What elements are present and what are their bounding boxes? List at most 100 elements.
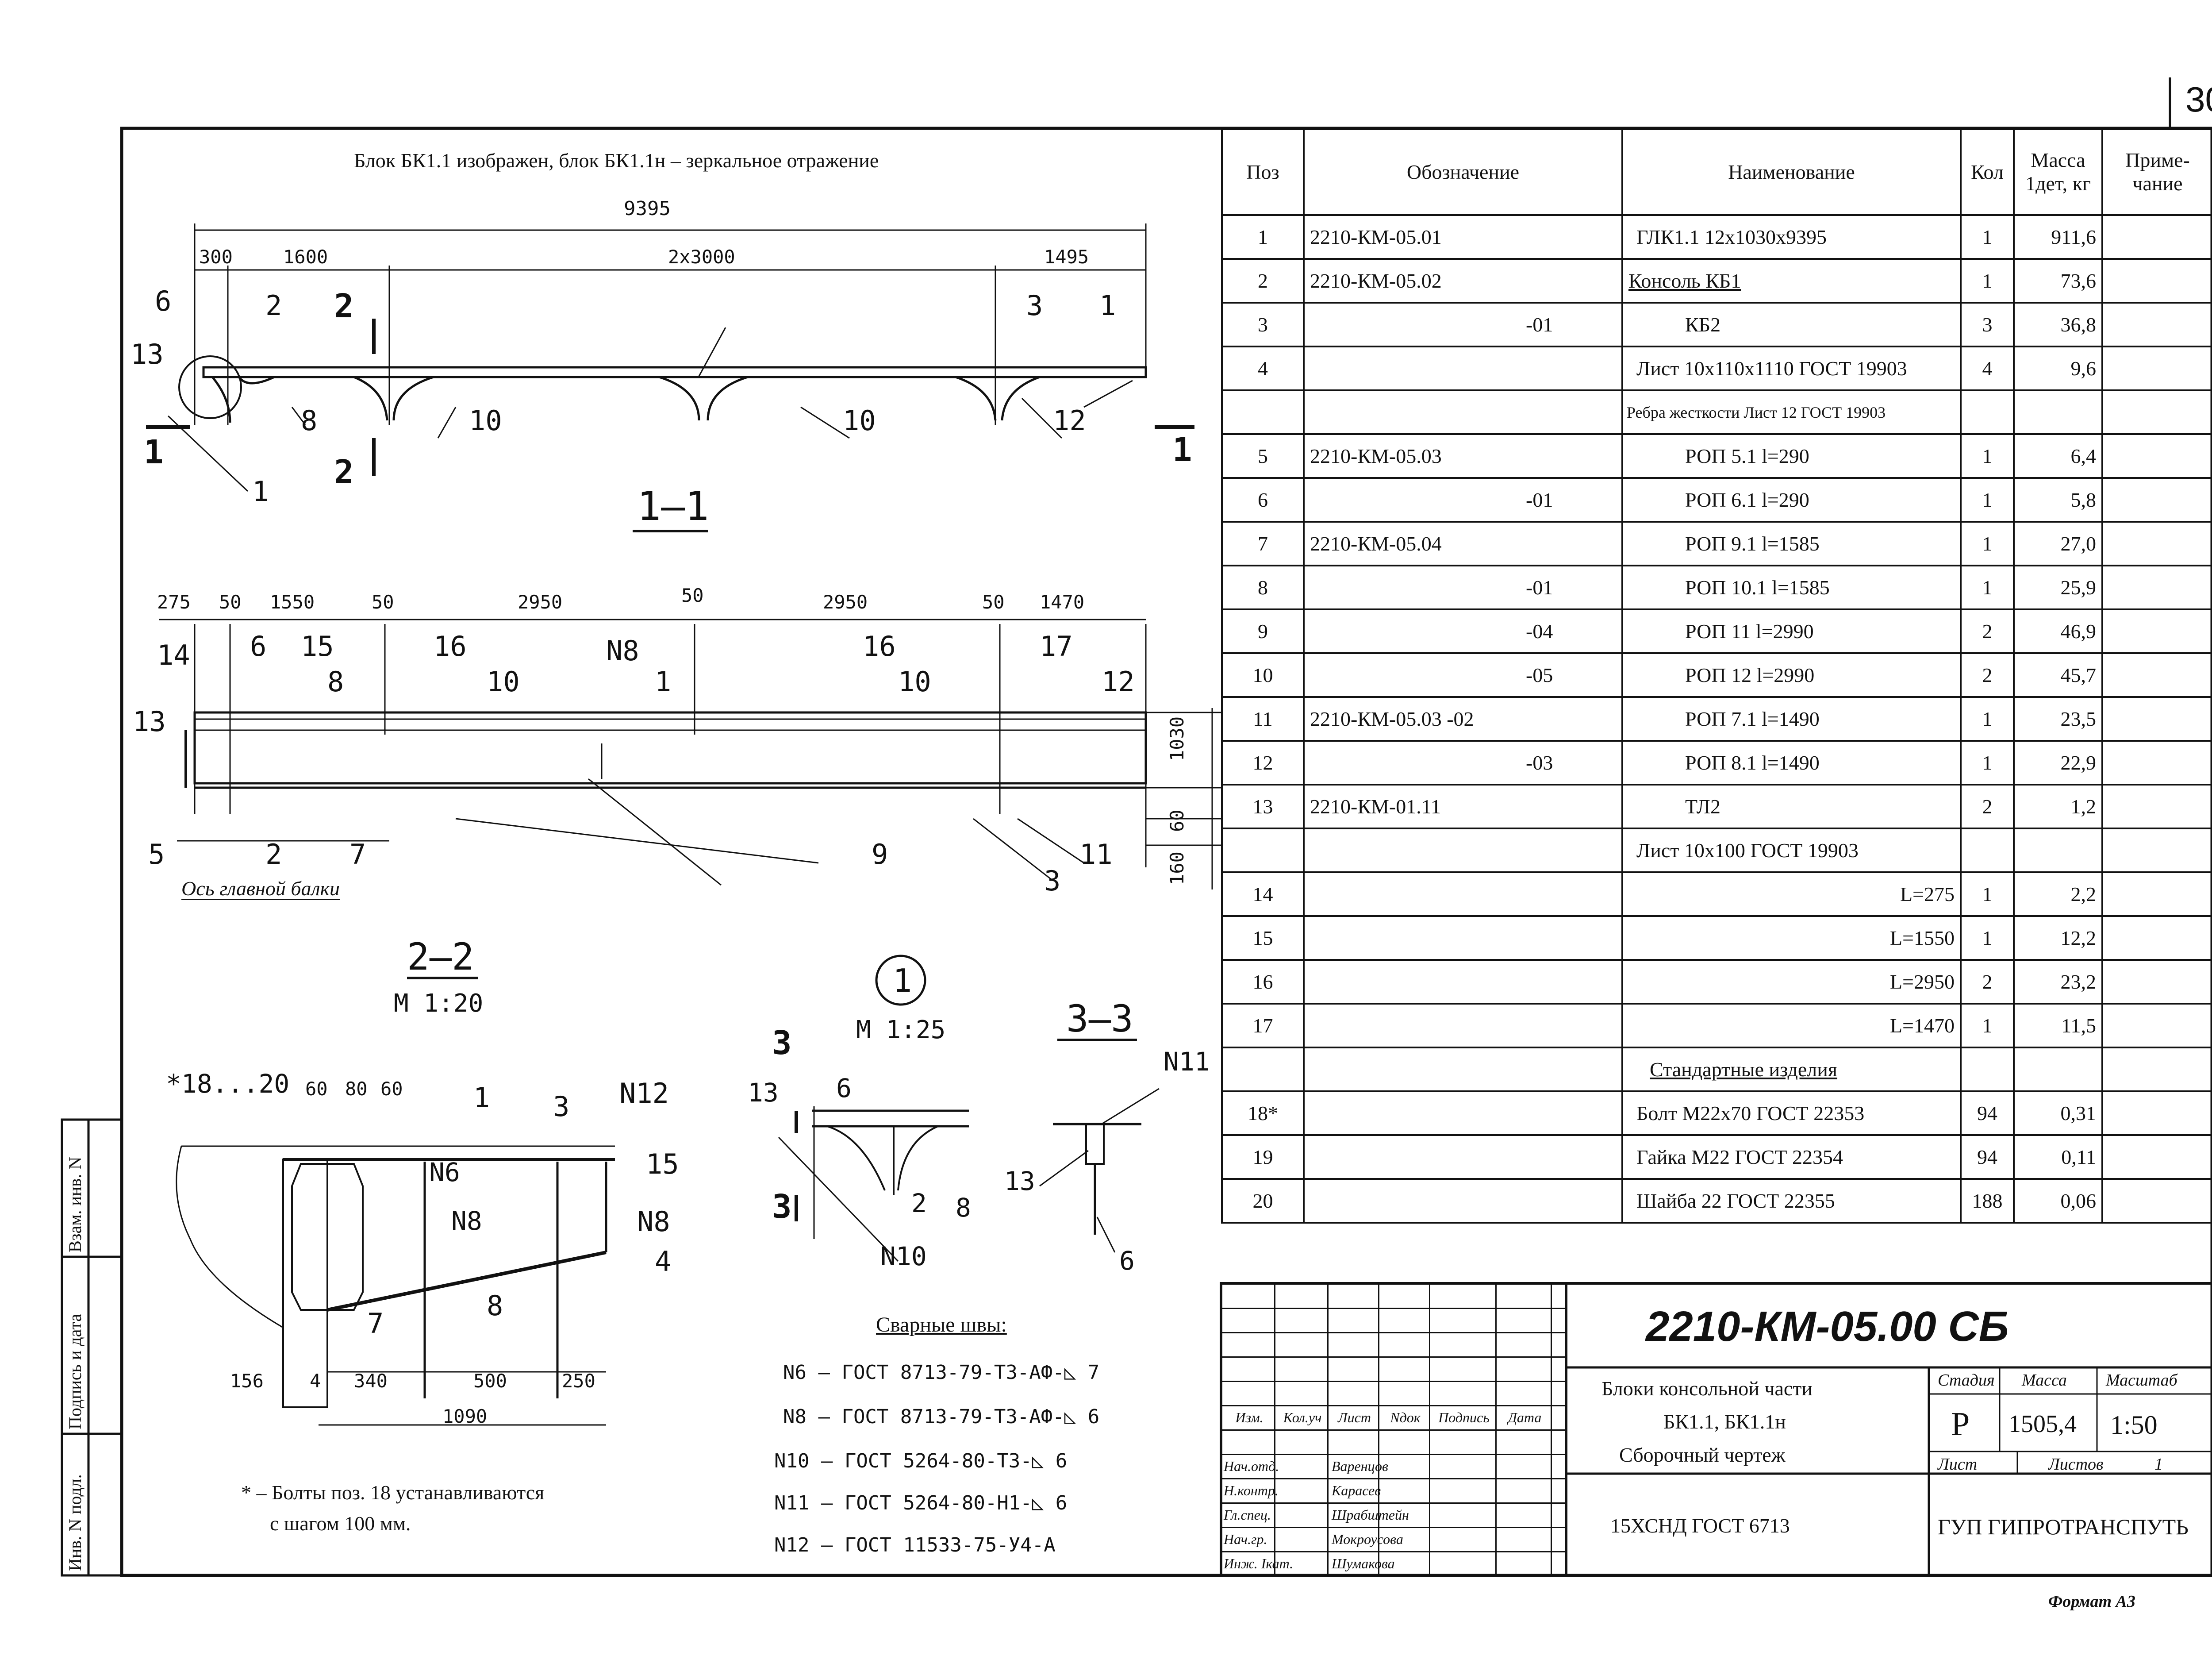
spec-cell-code: 2210-КМ-05.04 <box>1303 521 1623 566</box>
spec-cell-code: 2210-КМ-01.11 <box>1303 784 1623 829</box>
stamp-role: Нач.гр. <box>1224 1531 1267 1547</box>
spec-cell-name: КБ2 <box>1621 302 1962 347</box>
section-3-3-label: 3–3 <box>1066 997 1133 1040</box>
scale-label: Масштаб <box>2106 1371 2177 1390</box>
spec-cell-mass: 6,4 <box>2013 433 2103 479</box>
s33-callout-6: 6 <box>1119 1246 1135 1276</box>
spec-cell-code: -01 <box>1303 565 1623 610</box>
spec-cell-code <box>1303 959 1623 1005</box>
plan-callout-16a: 16 <box>434 630 467 662</box>
callout-3: 3 <box>1026 289 1043 322</box>
spec-cell-note <box>2101 1003 2212 1048</box>
scale-value: 1:50 <box>2110 1410 2158 1440</box>
plan-callout-14: 14 <box>157 639 190 671</box>
stamp-grid-line <box>1221 1308 1566 1309</box>
stamp-person: Мокроусова <box>1332 1531 1403 1547</box>
spec-cell-note <box>2101 346 2212 391</box>
stamp-col-header: Изм. <box>1235 1409 1263 1425</box>
spec-row: Стандартные изделия <box>1221 1047 2212 1092</box>
spec-cell-qty: 4 <box>1960 346 2015 391</box>
stamp-person: Шумакова <box>1332 1555 1395 1571</box>
spec-cell-code: -01 <box>1303 477 1623 523</box>
section-2-2-label: 2–2 <box>407 935 474 978</box>
spec-cell-pos: 18* <box>1221 1090 1305 1136</box>
spec-cell-note <box>2101 1090 2212 1136</box>
stamp-col-header: Лист <box>1338 1409 1371 1425</box>
stamp-col-header: Nдок <box>1390 1409 1421 1425</box>
spec-cell-pos: 16 <box>1221 959 1305 1005</box>
material: 15ХСНД ГОСТ 6713 <box>1610 1514 1790 1537</box>
spec-header-note: Приме- чание <box>2101 128 2212 216</box>
stamp-grid-line <box>1221 1478 1566 1479</box>
spec-cell-mass: 11,5 <box>2013 1003 2103 1048</box>
spec-cell-note <box>2101 1178 2212 1224</box>
spec-cell-note <box>2101 1134 2212 1180</box>
side-stamp-sign: Подпись и дата <box>65 1313 85 1429</box>
plan-callout-3: 3 <box>1044 865 1061 897</box>
doc-name-3: Сборочный чертеж <box>1619 1444 1786 1466</box>
s22-weld-n12: N12 <box>619 1077 669 1109</box>
plan-dim-50c: 50 <box>681 585 704 606</box>
spec-cell-name: L=1470 <box>1621 1003 1962 1048</box>
spec-cell-mass <box>2013 389 2103 435</box>
spec-cell-name: Ребра жесткости Лист 12 ГОСТ 19903 <box>1621 389 1962 435</box>
spec-cell-qty: 1 <box>1960 477 2015 523</box>
spec-cell-mass: 23,5 <box>2013 696 2103 742</box>
footnote-line-2: с шагом 100 мм. <box>270 1512 411 1535</box>
spec-cell-name: ТЛ2 <box>1621 784 1962 829</box>
dim-1495: 1495 <box>1044 246 1089 268</box>
spec-header-mass: Масса 1дет, кг <box>2013 128 2103 216</box>
spec-cell-qty: 94 <box>1960 1134 2015 1180</box>
mass-label: Масса <box>2022 1371 2067 1390</box>
spec-cell-pos: 20 <box>1221 1178 1305 1224</box>
spec-cell-mass: 2,2 <box>2013 871 2103 917</box>
sheets-label: Листов <box>2048 1455 2104 1474</box>
spec-cell-name: L=2950 <box>1621 959 1962 1005</box>
spec-cell-note <box>2101 258 2212 304</box>
spec-cell-note <box>2101 433 2212 479</box>
side-stamp-frame <box>61 1118 123 1577</box>
page-number: 30 <box>2185 80 2212 119</box>
plan-callout-7: 7 <box>349 838 366 870</box>
spec-cell-pos: 9 <box>1221 608 1305 654</box>
s22-callout-8: 8 <box>487 1290 503 1322</box>
plan-callout-2: 2 <box>265 838 282 870</box>
spec-cell-code <box>1303 1003 1623 1048</box>
stamp-person: Шрабштейн <box>1332 1507 1409 1523</box>
doc-name-1: Блоки консольной части <box>1601 1377 1813 1400</box>
stamp-role: Гл.спец. <box>1224 1507 1271 1523</box>
spec-cell-mass: 22,9 <box>2013 740 2103 785</box>
plan-callout-6: 6 <box>250 630 267 662</box>
spec-cell-qty: 1 <box>1960 915 2015 961</box>
plan-dim-275: 275 <box>157 591 191 613</box>
detail-callout-8: 8 <box>956 1193 971 1223</box>
spec-cell-code <box>1303 828 1623 873</box>
s22-weld-n8a: N8 <box>451 1206 482 1236</box>
spec-cell-note <box>2101 828 2212 873</box>
title-note: Блок БК1.1 изображен, блок БК1.1н – зерк… <box>354 149 879 172</box>
callout-8: 8 <box>301 404 318 437</box>
doc-name-2: БК1.1, БК1.1н <box>1663 1410 1786 1433</box>
spec-cell-note <box>2101 871 2212 917</box>
spec-cell-name: РОП 9.1 l=1585 <box>1621 521 1962 566</box>
plan-geometry <box>159 619 1221 889</box>
spec-cell-qty: 3 <box>1960 302 2015 347</box>
spec-cell-code <box>1303 1178 1623 1224</box>
plan-dim-50a: 50 <box>219 591 242 613</box>
stamp-grid-line <box>1221 1356 1566 1358</box>
spec-cell-pos: 12 <box>1221 740 1305 785</box>
spec-cell-code: 2210-КМ-05.03 <box>1303 433 1623 479</box>
spec-cell-qty: 2 <box>1960 652 2015 698</box>
section-mark-2b: 2 <box>334 453 354 491</box>
callout-2: 2 <box>265 289 282 322</box>
dim-1090: 1090 <box>442 1405 488 1427</box>
sheet-label: Лист <box>1938 1455 1978 1474</box>
spec-cell-mass: 73,6 <box>2013 258 2103 304</box>
stamp-grid-line <box>1221 1332 1566 1333</box>
dim-1600: 1600 <box>283 246 328 268</box>
spec-cell-code: -04 <box>1303 608 1623 654</box>
